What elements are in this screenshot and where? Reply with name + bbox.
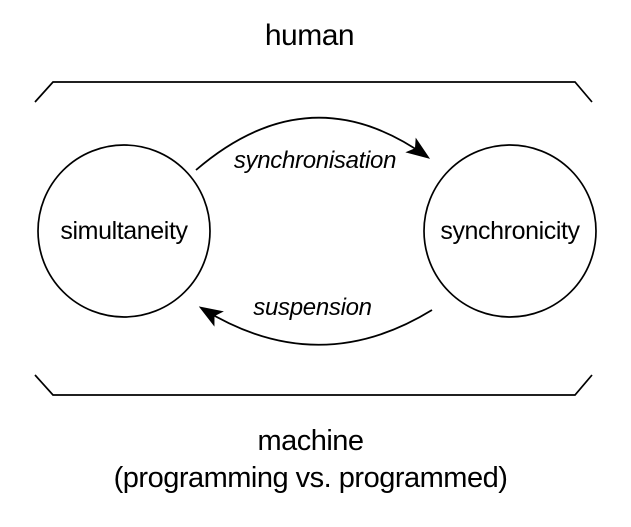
top-bracket-line [34,81,593,103]
machine-label-line1: machine [257,425,364,457]
edge-label-suspension: suspension [253,294,372,321]
node-circle-simultaneity [37,144,211,318]
human-label: human [264,19,355,52]
node-label-simultaneity: simultaneity [60,216,188,245]
machine-label: machine (programming vs. programmed) [0,423,621,497]
edge-label-synchronisation: synchronisation [233,147,397,174]
synchronisation-arrow [195,116,431,171]
machine-label-line2: (programming vs. programmed) [113,462,508,494]
node-label-synchronicity: synchronicity [440,216,580,245]
suspension-arrow [198,306,433,346]
node-circle-synchronicity [423,144,597,318]
bottom-bracket-line [34,374,593,396]
